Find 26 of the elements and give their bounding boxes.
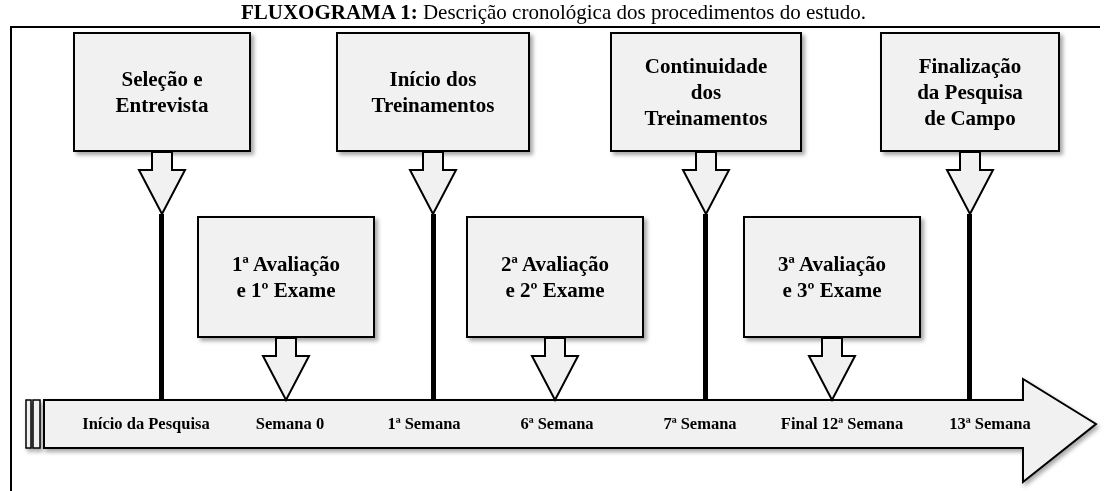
callout-box — [466, 216, 644, 338]
timeline-tick-bar — [431, 214, 436, 400]
callout-text: 2ª Avaliação e 2º Exame — [500, 251, 610, 303]
callout-box — [743, 216, 921, 338]
callout-text: Início dos Treinamentos — [370, 66, 496, 118]
callout-text: Seleção e Entrevista — [114, 66, 210, 118]
week-label: 1ª Semana — [387, 414, 461, 434]
week-label: 6ª Semana — [520, 414, 594, 434]
callout-text: Continuidade dos Treinamentos — [643, 53, 769, 131]
callout-box — [880, 32, 1060, 152]
callout-text: Finalização da Pesquisa de Campo — [916, 53, 1024, 131]
callout-box — [610, 32, 802, 152]
callout-box — [336, 32, 530, 152]
week-label: Semana 0 — [255, 414, 325, 434]
week-label: Início da Pesquisa — [82, 414, 210, 434]
timeline-tick-bar — [159, 214, 164, 400]
week-label: Final 12ª Semana — [780, 414, 904, 434]
timeline-tick-bar — [967, 214, 972, 400]
callout-box — [73, 32, 251, 152]
callout-text: 1ª Avaliação e 1º Exame — [231, 251, 341, 303]
callout-text: 3ª Avaliação e 3º Exame — [777, 251, 887, 303]
callout-box — [197, 216, 375, 338]
timeline-tick-bar — [703, 214, 708, 400]
week-label: 13ª Semana — [949, 414, 1031, 434]
week-label: 7ª Semana — [663, 414, 737, 434]
diagram-title: FLUXOGRAMA 1: Descrição cronológica dos procedimentos do estudo. — [240, 0, 867, 24]
